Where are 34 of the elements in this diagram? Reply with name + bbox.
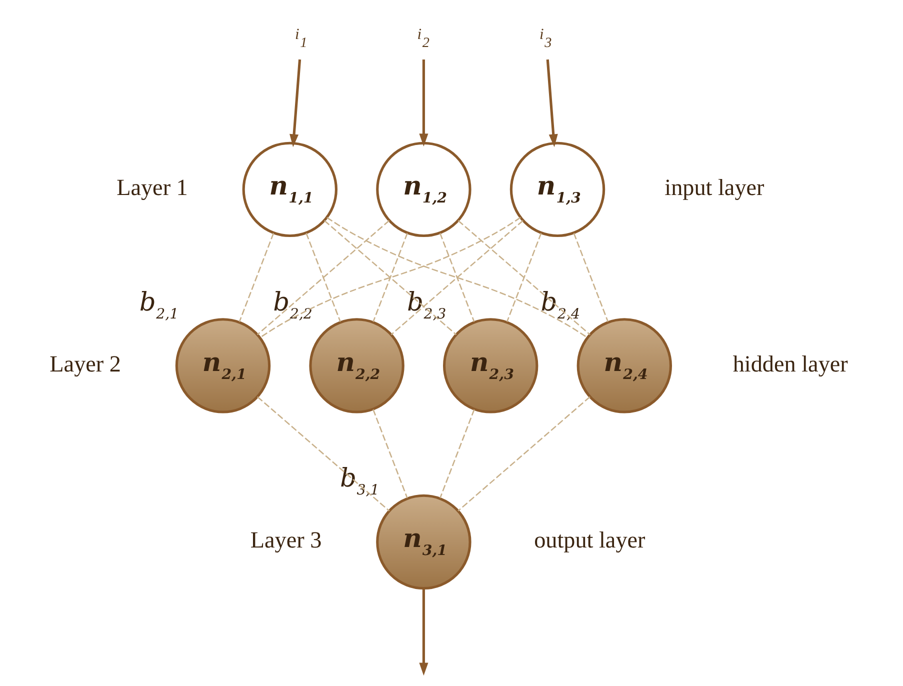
node-circle: n$_{2,2}$ (308, 318, 404, 414)
node-circle: n$_{1,1}$ (242, 142, 337, 238)
connector (506, 232, 542, 322)
connector (439, 409, 474, 498)
node-circle: n$_{2,3}$ (442, 318, 538, 414)
label: Layer 2 (49, 351, 120, 378)
connector (259, 217, 520, 338)
label: input layer (664, 175, 764, 202)
node-circle: n$_{3,1}$ (376, 494, 471, 590)
connector (438, 232, 474, 322)
arrow (546, 59, 558, 148)
label: hidden layer (732, 351, 848, 378)
arrow (289, 59, 301, 148)
connector (457, 220, 590, 336)
connector (305, 232, 340, 322)
arrow (418, 60, 428, 147)
connector (326, 217, 588, 338)
arrow (418, 588, 428, 676)
node-circle: n$_{2,1}$ (174, 318, 270, 414)
connector (457, 396, 590, 512)
label: Layer 1 (116, 175, 188, 202)
connector (372, 409, 408, 498)
connector (372, 232, 408, 322)
connector (256, 220, 390, 336)
node-circle: n$_{1,2}$ (376, 142, 471, 238)
node-circle: n$_{1,3}$ (509, 142, 605, 238)
connector (256, 396, 390, 512)
connector (390, 220, 523, 336)
label: Layer 3 (250, 528, 322, 554)
connector (323, 220, 456, 336)
connector (572, 232, 608, 322)
node-circle: n$_{2,4}$ (576, 318, 672, 414)
connector (238, 232, 274, 322)
label: output layer (534, 528, 645, 554)
